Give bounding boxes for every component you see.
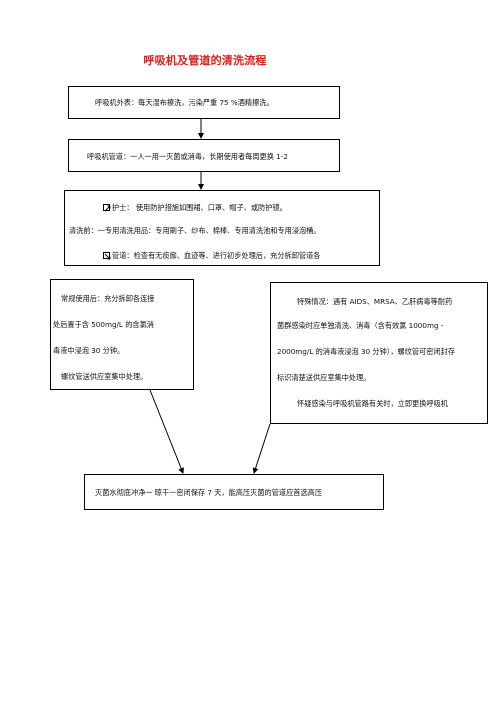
step-box-routine-use: 常规使用后：充分拆卸各连接 处后置于含 500mg/L 的含氯消 毒液中浸泡 3… xyxy=(50,279,194,390)
special-cases-line-5: 怀疑感染与呼吸机管路有关时，立即更换呼吸机 xyxy=(297,399,448,408)
step-box-tubing-disinfection: 呼吸机管道：一人一用一灭菌或消毒，长期使用者每周更换 1-2 xyxy=(68,139,340,172)
nurse-protection-text: 护士： 使用防护措施如围裙、口罩、帽子、或防护镜。 xyxy=(112,203,287,212)
arrow-up-right-icon xyxy=(103,204,111,212)
routine-use-line-2: 处后置于含 500mg/L 的含氯消 xyxy=(53,320,154,329)
final-sterilization-text: 灭菌水彻底冲净一 晾干一密闭保存 7 天，能高压灭菌的管道应首选高压 xyxy=(95,488,323,497)
special-cases-line-2: 菌群感染时应单独清洗、消毒（含有效氯 1000mg - xyxy=(277,321,444,330)
step-box-exterior-cleaning: 呼吸机外表：每天湿布擦洗，污染严重 75 %酒精擦洗。 xyxy=(68,86,340,119)
step-box-special-cases: 特殊情况：遇有 AIDS、MRSA、乙肝病毒等耐药 菌群感染时应单独清洗、消毒（… xyxy=(270,282,488,424)
nurse-protection-line: 护士： 使用防护措施如围裙、口罩、帽子、或防护镜。 xyxy=(103,203,287,212)
special-cases-line-1: 特殊情况：遇有 AIDS、MRSA、乙肝病毒等耐药 xyxy=(297,297,453,306)
tubing-disinfection-text: 呼吸机管道：一人一用一灭菌或消毒，长期使用者每周更换 1-2 xyxy=(87,152,288,161)
routine-use-line-4: 螺纹管送供应室集中处理。 xyxy=(61,372,148,381)
tubing-inspection-line: 管道：检查有无痰痂、血迹等、进行初步处理后，充分拆卸管道各 xyxy=(103,251,320,260)
exterior-cleaning-text: 呼吸机外表：每天湿布擦洗，污染严重 75 %酒精擦洗。 xyxy=(95,98,274,107)
step-box-final-sterilization: 灭菌水彻底冲净一 晾干一密闭保存 7 天，能高压灭菌的管道应首选高压 xyxy=(84,474,384,510)
routine-use-line-1: 常规使用后：充分拆卸各连接 xyxy=(61,294,155,303)
arrow-routine-to-final xyxy=(149,389,184,474)
special-cases-line-4: 标识清楚送供应室集中处理。 xyxy=(277,373,371,382)
arrow-down-right-icon xyxy=(103,252,111,260)
routine-use-line-3: 毒液中浸泡 30 分钟。 xyxy=(53,346,125,355)
page-title: 呼吸机及管道的清洗流程 xyxy=(143,54,267,67)
arrow-special-to-final xyxy=(252,423,271,474)
tubing-inspection-text: 管道：检查有无痰痂、血迹等、进行初步处理后，充分拆卸管道各 xyxy=(112,251,321,260)
special-cases-line-3: 2000mg/L 的消毒液浸泡 30 分钟），螺纹管可密闭封存 xyxy=(277,347,456,356)
cleaning-supplies-line: 清洗前：一专用清洗用品：专用刷子、纱布、棉棒、专用清洗池和专用浸泡桶。 xyxy=(69,226,321,235)
step-box-pre-cleaning: 护士： 使用防护措施如围裙、口罩、帽子、或防护镜。 清洗前：一专用清洗用品：专用… xyxy=(64,190,380,266)
